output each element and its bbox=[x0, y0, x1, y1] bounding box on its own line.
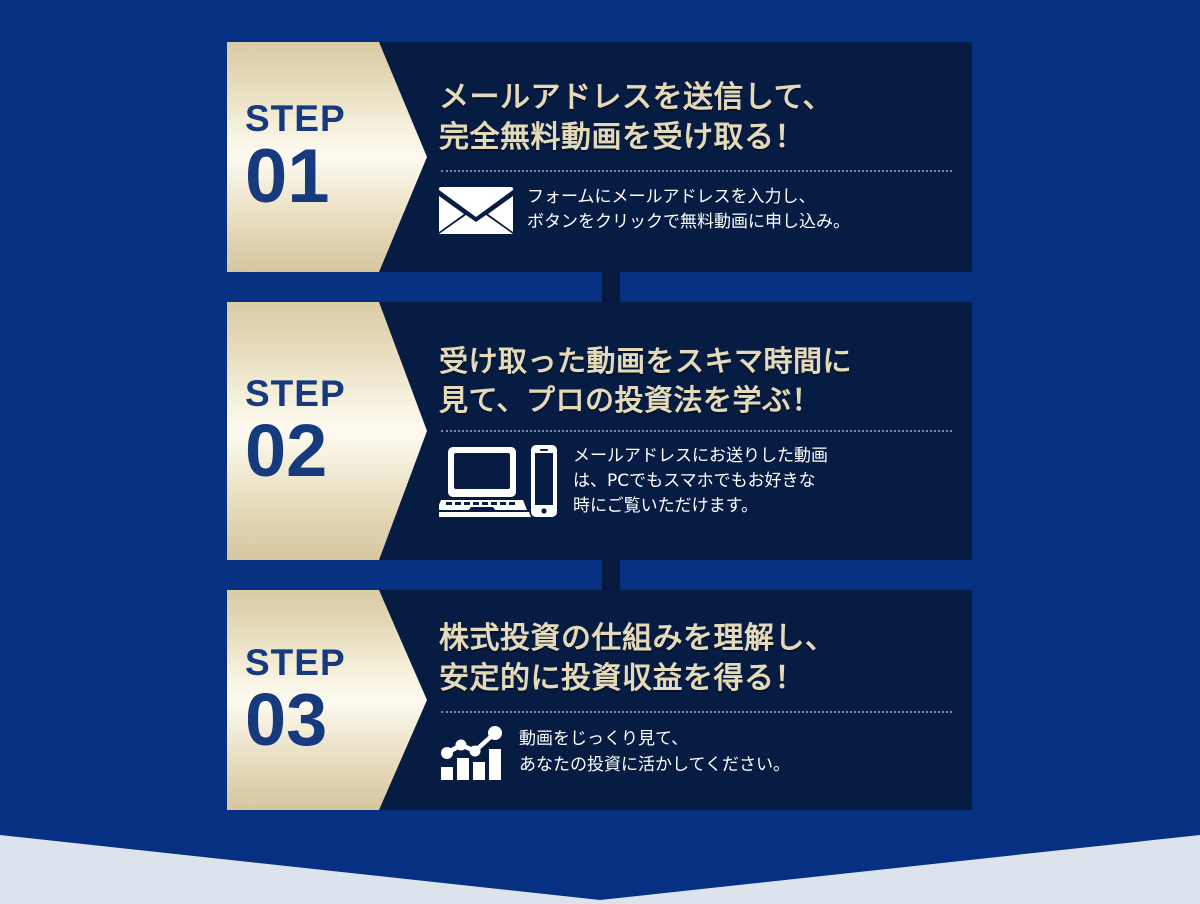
dotted-divider-2 bbox=[441, 429, 952, 432]
step-subtext-2: メールアドレスにお送りした動画 は、PCでもスマホでもお好きな 時にご覧いただけ… bbox=[573, 444, 828, 519]
step-badge-label-2: STEP bbox=[245, 372, 346, 414]
laptop-and-phone-icon bbox=[439, 444, 557, 520]
envelope-icon bbox=[439, 184, 513, 236]
step-badge-2: STEP 02 bbox=[227, 302, 427, 560]
step-content-1: メールアドレスを送信して、 完全無料動画を受け取る！ フォームにメールアドレスを… bbox=[427, 42, 972, 272]
step-connector-1-2 bbox=[602, 262, 620, 314]
step-subtext-line: メールアドレスにお送りした動画 bbox=[573, 446, 828, 467]
step-content-2: 受け取った動画をスキマ時間に 見て、プロの投資法を学ぶ！ bbox=[427, 302, 972, 560]
step-subtext-line: は、PCでもスマホでもお好きな bbox=[573, 471, 816, 492]
step-subtext-1: フォームにメールアドレスを入力し、 ボタンをクリックで無料動画に申し込み。 bbox=[527, 185, 850, 234]
step-badge-number-2: 02 bbox=[245, 408, 328, 492]
step-card-1: STEP 01 メールアドレスを送信して、 完全無料動画を受け取る！ bbox=[227, 42, 972, 272]
step-subtext-3: 動画をじっくり見て、 あなたの投資に活かしてください。 bbox=[519, 727, 790, 778]
step-connector-2-3 bbox=[602, 550, 620, 602]
step-card-3: STEP 03 株式投資の仕組みを理解し、 安定的に投資収益を得る！ bbox=[227, 590, 972, 810]
step-subrow-3: 動画をじっくり見て、 あなたの投資に活かしてください。 bbox=[439, 725, 954, 781]
step-subrow-1: フォームにメールアドレスを入力し、 ボタンをクリックで無料動画に申し込み。 bbox=[439, 184, 954, 236]
step-badge-3: STEP 03 bbox=[227, 590, 427, 810]
step-subtext-line: あなたの投資に活かしてください。 bbox=[519, 754, 790, 775]
step-card-2: STEP 02 受け取った動画をスキマ時間に 見て、プロの投資法を学ぶ！ bbox=[227, 302, 972, 560]
step-subrow-2: メールアドレスにお送りした動画 は、PCでもスマホでもお好きな 時にご覧いただけ… bbox=[439, 444, 954, 520]
step-badge-number-3: 03 bbox=[245, 677, 328, 761]
step-headline-1: メールアドレスを送信して、 完全無料動画を受け取る！ bbox=[439, 78, 954, 157]
dotted-divider-1 bbox=[441, 169, 952, 172]
step-headline-line: 安定的に投資収益を得る！ bbox=[439, 661, 805, 696]
step-headline-line: 株式投資の仕組みを理解し、 bbox=[439, 621, 836, 657]
bar-chart-growth-icon bbox=[439, 725, 505, 781]
step-headline-line: 受け取った動画をスキマ時間に bbox=[439, 344, 853, 379]
step-subtext-line: 動画をじっくり見て、 bbox=[519, 729, 689, 750]
step-headline-line: メールアドレスを送信して、 bbox=[439, 80, 834, 116]
step-subtext-line: 時にご覧いただけます。 bbox=[573, 496, 758, 517]
dotted-divider-3 bbox=[441, 710, 952, 713]
step-headline-3: 株式投資の仕組みを理解し、 安定的に投資収益を得る！ bbox=[439, 619, 954, 698]
step-headline-2: 受け取った動画をスキマ時間に 見て、プロの投資法を学ぶ！ bbox=[439, 342, 954, 419]
step-headline-line: 見て、プロの投資法を学ぶ！ bbox=[439, 382, 822, 417]
step-badge-number-1: 01 bbox=[245, 133, 330, 219]
step-badge-label-1: STEP bbox=[245, 97, 346, 139]
step-subtext-line: フォームにメールアドレスを入力し、 bbox=[527, 186, 816, 207]
step-content-3: 株式投資の仕組みを理解し、 安定的に投資収益を得る！ bbox=[427, 590, 972, 810]
step-subtext-line: ボタンをクリックで無料動画に申し込み。 bbox=[527, 211, 850, 232]
step-badge-1: STEP 01 bbox=[227, 42, 427, 272]
step-headline-line: 完全無料動画を受け取る！ bbox=[439, 120, 805, 155]
step-badge-label-3: STEP bbox=[245, 641, 346, 683]
